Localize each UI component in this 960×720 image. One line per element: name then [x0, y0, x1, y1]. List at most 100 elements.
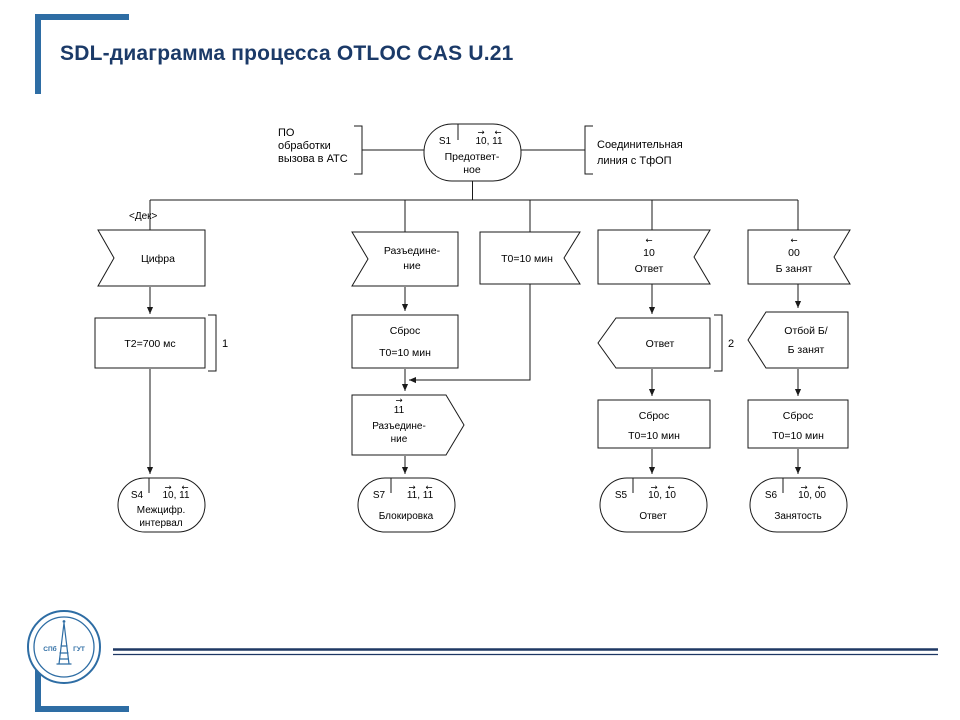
- input-label: Ответ: [635, 263, 664, 275]
- logo-tower-icon: [56, 622, 72, 665]
- logo-text-right: ГУТ: [73, 646, 85, 653]
- input-timer: [479, 231, 581, 285]
- logo-inner-ring: [33, 616, 95, 678]
- state-s7: S7 → ← 11, 11 Блокировка: [357, 477, 456, 533]
- task-label: T2=700 мс: [124, 338, 175, 350]
- state-id: S5: [615, 490, 628, 501]
- task-t2: [94, 317, 206, 369]
- comment-text: линия с ТфОП: [597, 155, 672, 167]
- state-id: S1: [439, 136, 452, 147]
- state-name: Блокировка: [379, 511, 434, 522]
- input-digit: [97, 229, 206, 287]
- task-label: T0=10 мин: [628, 430, 680, 442]
- footer-rule: [113, 648, 938, 656]
- state-signals: 10, 00: [798, 490, 826, 501]
- dek-label: <Дек>: [129, 211, 158, 222]
- backward-arrow-icon: ←: [494, 128, 501, 138]
- output-label: Ответ: [646, 338, 675, 350]
- state-signals: 11, 11: [407, 490, 434, 501]
- forward-arrow-icon: →: [650, 483, 657, 493]
- comment-text: Соединительная: [597, 139, 683, 151]
- output-label: Разъедине-: [372, 421, 426, 432]
- connector-timer: [409, 284, 531, 384]
- branch-digit: Цифра T2=700 мс 1 S4 → ← 10, 11 Межцифр.…: [94, 229, 228, 533]
- university-logo: СПб ГУТ: [27, 610, 101, 684]
- state-name: Ответ: [639, 511, 667, 522]
- output-code: 11: [394, 405, 405, 416]
- comment-bracket-left: [354, 125, 363, 175]
- state-name: Предответ-: [445, 151, 500, 163]
- task-label: Сброс: [639, 410, 670, 422]
- comment-text: обработки: [278, 140, 331, 152]
- state-id: S4: [131, 490, 144, 501]
- logo-outer-ring: [27, 610, 101, 684]
- backward-arrow-icon: ←: [425, 483, 432, 493]
- branch-busy: ← 00 Б занят Отбой Б/ Б занят Сброс T0=1…: [747, 229, 851, 533]
- state-shape: [423, 123, 522, 182]
- task-reset-answer: [597, 399, 711, 449]
- task-label: T0=10 мин: [379, 347, 431, 359]
- backward-arrow-icon: ←: [817, 483, 824, 493]
- input-label: T0=10 мин: [501, 253, 553, 265]
- forward-arrow-icon: →: [408, 483, 415, 493]
- output-label: Б занят: [788, 344, 825, 356]
- reference-bracket-2: [714, 314, 723, 372]
- input-answer: [597, 229, 711, 285]
- input-code: 00: [788, 247, 800, 259]
- top-left-accent: [35, 14, 129, 94]
- state-shape: [599, 477, 708, 533]
- task-reset-busy: [747, 399, 849, 449]
- state-name: Занятость: [774, 511, 821, 522]
- logo-spire-top: [62, 620, 66, 623]
- branch-answer: ← 10 Ответ Ответ 2 Сброс T0=10 мин S5 → …: [597, 229, 734, 533]
- input-label: Цифра: [141, 253, 175, 265]
- bracket-label: 2: [728, 338, 734, 350]
- comment-software: ПО обработки вызова в АТС: [278, 125, 363, 175]
- task-label: Сброс: [390, 325, 421, 337]
- output-label: ние: [391, 434, 408, 445]
- input-busy: [747, 229, 851, 285]
- comment-trunk: Соединительная линия с ТфОП: [584, 125, 683, 175]
- state-s1: S1 → ← 10, 11 Предответ- ное: [423, 123, 522, 182]
- input-label: Б занят: [776, 263, 813, 275]
- backward-arrow-icon: ←: [645, 236, 652, 246]
- forward-arrow-icon: →: [395, 396, 402, 406]
- connectors: [146, 149, 802, 474]
- forward-arrow-icon: →: [164, 483, 171, 493]
- comment-bracket-right: [584, 125, 593, 175]
- comment-text: ПО: [278, 127, 295, 139]
- input-label: Разъедине-: [384, 245, 441, 257]
- input-code: 10: [643, 247, 655, 259]
- backward-arrow-icon: ←: [181, 483, 188, 493]
- state-s5: S5 → ← 10, 10 Ответ: [599, 477, 708, 533]
- backward-arrow-icon: ←: [790, 236, 797, 246]
- output-answer: [597, 317, 711, 369]
- forward-arrow-icon: →: [477, 128, 484, 138]
- state-name: ное: [463, 164, 481, 176]
- state-id: S6: [765, 490, 778, 501]
- task-reset-release: [351, 314, 459, 369]
- task-label: Сброс: [783, 410, 814, 422]
- output-busy: [747, 311, 849, 369]
- backward-arrow-icon: ←: [667, 483, 674, 493]
- output-label: Отбой Б/: [784, 325, 828, 337]
- branch-release: Разъедине- ние Сброс T0=10 мин → 11 Разъ…: [351, 231, 465, 533]
- page-title: SDL-диаграмма процесса OTLOC CAS U.21: [60, 42, 514, 65]
- state-s6: S6 → ← 10, 00 Занятость: [749, 477, 848, 533]
- reference-bracket-1: [208, 314, 217, 372]
- state-signals: 10, 11: [162, 490, 189, 501]
- input-release: [351, 231, 459, 287]
- state-name: интервал: [139, 518, 182, 529]
- state-shape: [357, 477, 456, 533]
- branch-timer: T0=10 мин: [479, 231, 581, 285]
- logo-text-left: СПб: [43, 645, 56, 653]
- state-id: S7: [373, 490, 386, 501]
- task-label: T0=10 мин: [772, 430, 824, 442]
- state-shape: [117, 477, 206, 533]
- input-label: ние: [403, 260, 421, 272]
- state-name: Межцифр.: [137, 504, 185, 516]
- comment-text: вызова в АТС: [278, 153, 348, 165]
- bracket-label: 1: [222, 338, 228, 350]
